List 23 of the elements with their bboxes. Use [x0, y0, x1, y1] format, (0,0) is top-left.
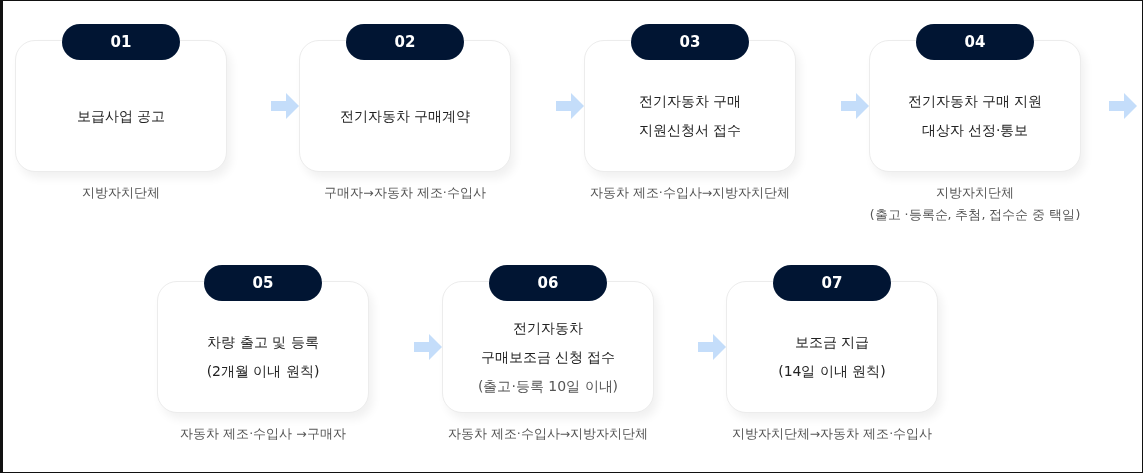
step-number-badge: 07 — [773, 265, 891, 301]
step-number-badge: 01 — [62, 24, 180, 60]
step-title: 전기자동차 구매 지원신청서 접수 — [637, 92, 743, 140]
step-caption: 자동차 제조·수입사 →구매자 — [179, 425, 347, 443]
step-caption: 지방자치단체 — [935, 184, 1015, 202]
step-number-badge: 03 — [631, 24, 749, 60]
step-title: 전기자동차 구매보조금 신청 접수 — [479, 319, 617, 367]
step-title: 차량 출고 및 등록 (2개월 이내 원칙) — [205, 333, 321, 381]
step-title: 전기자동차 구매 지원 대상자 선정·통보 — [906, 92, 1044, 140]
step-number-badge: 06 — [489, 265, 607, 301]
step-note: (출고·등록 10일 이내) — [476, 377, 620, 396]
step-title: 보급사업 공고 — [75, 106, 167, 126]
step-title: 보조금 지급 (14일 이내 원칙) — [777, 333, 887, 381]
step-title: 전기자동차 구매계약 — [338, 106, 472, 126]
step-number-badge: 02 — [346, 24, 464, 60]
step-number-badge: 05 — [204, 265, 322, 301]
step-caption: 구매자→자동차 제조·수입사 — [323, 184, 487, 202]
step-number-badge: 04 — [916, 24, 1034, 60]
step-caption: (출고 ·등록순, 추첨, 접수순 중 택일) — [868, 206, 1082, 224]
step-caption: 자동차 제조·수입사→지방자치단체 — [588, 184, 792, 202]
step-caption: 지방자치단체→자동차 제조·수입사 — [730, 425, 934, 443]
step-caption: 자동차 제조·수입사→지방자치단체 — [446, 425, 650, 443]
step-caption: 지방자치단체 — [81, 184, 161, 202]
